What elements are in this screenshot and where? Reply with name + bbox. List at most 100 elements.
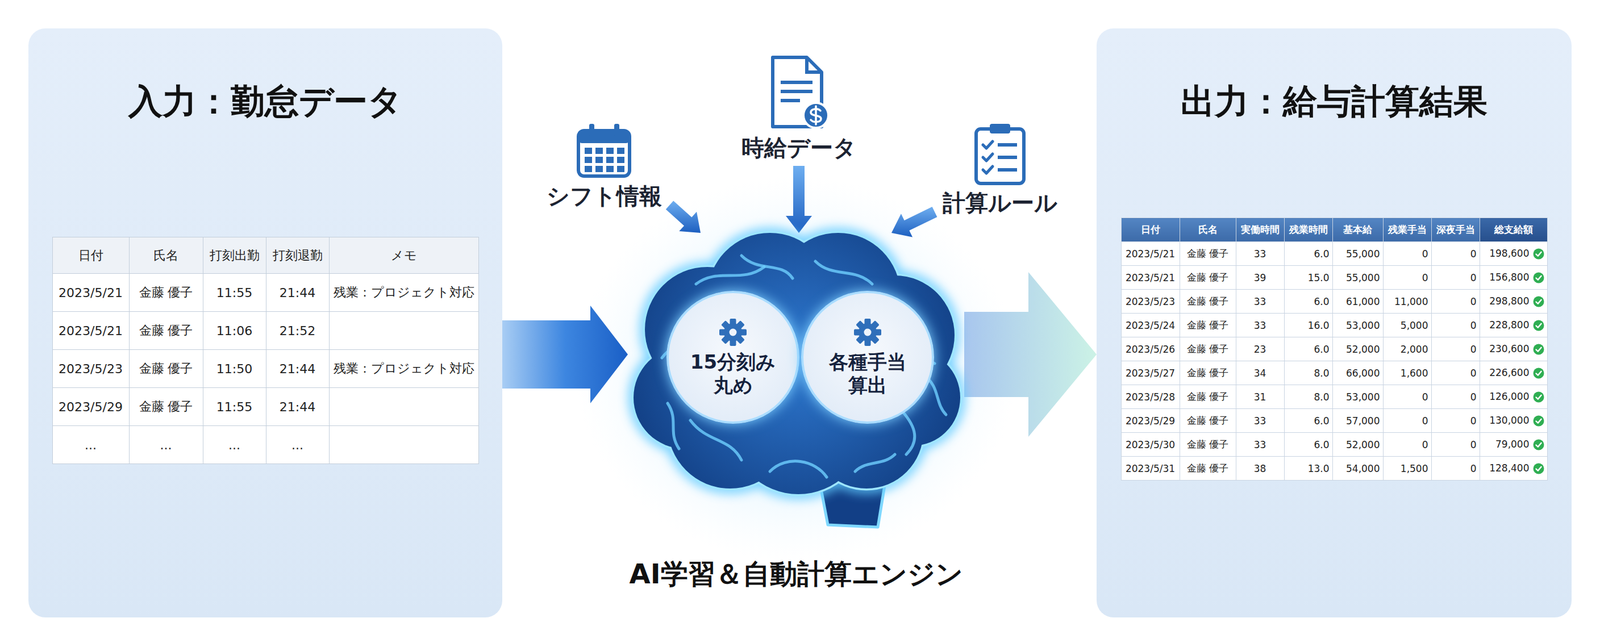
input-arrow [891, 206, 937, 238]
table-cell: 深夜手当 [1431, 218, 1480, 243]
check-icon [1532, 463, 1545, 475]
cell-text: 21:44 [279, 361, 316, 377]
table-row: 2023/5/26金藤 優子236.052,0002,0000230,600 [1121, 337, 1548, 362]
output-flow-arrow [964, 272, 1097, 437]
table-cell: 6.0 [1284, 242, 1333, 266]
cell-text: 6.0 [1313, 415, 1329, 427]
check-tick [1535, 347, 1541, 352]
cell-text: 打刻出勤 [209, 248, 260, 263]
table-cell: 13.0 [1284, 456, 1333, 481]
cell-text: 実働時間 [1240, 223, 1280, 236]
cell-text: 226,600 [1489, 367, 1529, 379]
table-cell: 55,000 [1332, 265, 1383, 290]
table-cell: ... [265, 426, 329, 465]
table-cell: 53,000 [1332, 313, 1383, 338]
cell-text: 2023/5/27 [1125, 367, 1175, 379]
table-cell: 0 [1431, 289, 1480, 314]
currency-sign [810, 106, 822, 125]
brain-fold [696, 267, 765, 285]
cell-text: 57,000 [1346, 415, 1380, 427]
panel-title: 入力：勤怠データ [28, 80, 503, 122]
table-cell: 0 [1431, 265, 1480, 290]
check-icon [1532, 439, 1545, 451]
cell-text: 金藤 優子 [1186, 319, 1229, 331]
input-label: シフト情報 [546, 182, 662, 210]
check-disc [1532, 463, 1544, 475]
table-cell: 打刻出勤 [202, 237, 266, 274]
brain-fold [667, 403, 679, 449]
calendar-ring [589, 123, 595, 137]
coin [803, 102, 829, 128]
table-cell: 残業手当 [1382, 218, 1432, 243]
calendar-cell [584, 156, 593, 164]
document-fold [806, 57, 822, 73]
table-cell: 0 [1382, 432, 1432, 457]
check-disc [1532, 320, 1544, 332]
cell-text: 2023/5/28 [1125, 391, 1175, 403]
cell-text: 33 [1253, 439, 1267, 451]
calendar-bar [578, 130, 630, 144]
cell-text: 金藤 優子 [1186, 367, 1229, 379]
brain-fold [855, 454, 895, 472]
table-cell: 61,000 [1332, 289, 1383, 314]
table-row: 2023/5/31金藤 優子3813.054,0001,5000128,400 [1121, 456, 1548, 481]
table-cell: 11,000 [1382, 289, 1432, 314]
table-cell: 金藤 優子 [128, 350, 203, 389]
cell-text: 残業：プロジェクト対応 [333, 361, 475, 376]
cell-text: 2023/5/21 [58, 285, 123, 300]
check-tick [1535, 276, 1541, 281]
gear-symbol [852, 317, 883, 348]
check-icon [1532, 415, 1545, 427]
table-cell: 34 [1235, 361, 1285, 386]
cell-text: 198,600 [1489, 247, 1529, 260]
table-cell: 53,000 [1332, 385, 1383, 410]
cell-text: 0 [1422, 415, 1429, 427]
table-cell: 33 [1235, 289, 1285, 314]
cell-text: 0 [1470, 415, 1477, 427]
cell-text: 38 [1253, 463, 1267, 475]
cell-text: 53,000 [1346, 319, 1380, 332]
table-cell: 21:44 [265, 273, 329, 312]
table-cell: 0 [1382, 409, 1432, 433]
calendar-cell [595, 156, 603, 164]
process-label: 15分刻み 丸め [684, 350, 782, 398]
process-label: 各種手当 算出 [818, 350, 917, 398]
cell-text: 6.0 [1313, 248, 1329, 260]
check-icon [1532, 319, 1545, 332]
calendar-cell [595, 147, 603, 154]
cell-text: 13.0 [1307, 463, 1330, 475]
clipboard-board [976, 128, 1024, 184]
input-arrow [665, 201, 701, 233]
cell-text: 2,000 [1400, 343, 1429, 356]
gear-hole [729, 328, 737, 336]
cell-text: 2023/5/29 [58, 400, 123, 415]
table-cell: 54,000 [1332, 456, 1383, 481]
check-tick [1535, 443, 1541, 448]
table-cell: メモ [328, 237, 479, 274]
table-cell: 8.0 [1284, 361, 1333, 386]
cell-text: 2023/5/31 [1125, 463, 1175, 475]
cell-text: 126,000 [1489, 390, 1529, 403]
cell-text: 31 [1253, 391, 1267, 403]
output-panel: 出力：給与計算結果日付氏名実働時間残業時間基本給残業手当深夜手当総支給額2023… [1096, 28, 1572, 618]
table-cell: 128,400 [1479, 456, 1548, 481]
cell-text: 11:50 [216, 361, 253, 377]
table-cell: 57,000 [1332, 409, 1383, 433]
table-cell: 2,000 [1382, 337, 1432, 362]
cell-text: 2023/5/21 [58, 323, 123, 339]
brain-glow [574, 176, 1018, 563]
cell-text: 33 [1253, 248, 1267, 260]
table-cell: 0 [1431, 313, 1480, 338]
check-disc [1532, 439, 1544, 451]
cell-text: 2023/5/26 [1125, 343, 1175, 356]
cell-text: 2023/5/24 [1125, 319, 1175, 332]
table-cell: ... [128, 426, 203, 465]
check-icon [1532, 272, 1545, 284]
table-cell: 2023/5/27 [1121, 361, 1180, 386]
cell-text: 33 [1253, 319, 1267, 332]
table-cell: 156,800 [1479, 265, 1548, 290]
table-cell: 11:50 [202, 350, 266, 389]
cell-text: 39 [1253, 272, 1267, 284]
cell-text: 33 [1253, 415, 1267, 427]
table-cell: 総支給額 [1479, 218, 1548, 243]
